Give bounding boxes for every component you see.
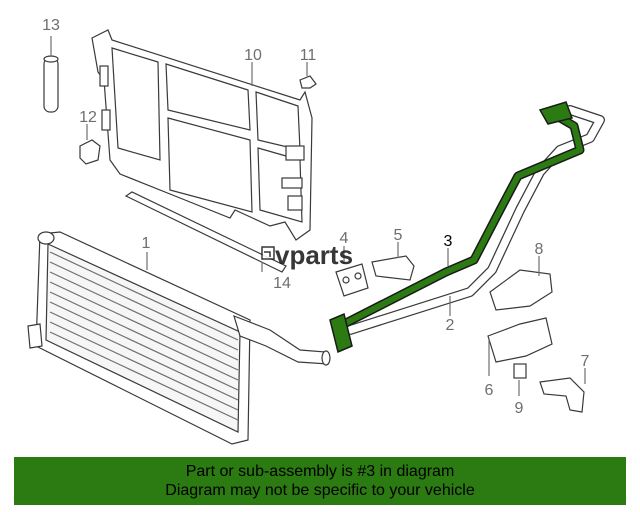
- part-12-bushing: [79, 139, 101, 165]
- leader-lines: [50, 36, 586, 396]
- callout-14: 14: [273, 275, 291, 292]
- banner-line-2: Diagram may not be specific to your vehi…: [165, 482, 475, 499]
- callout-12: 12: [79, 109, 97, 126]
- radiator-support: [91, 29, 313, 241]
- callout-2: 2: [446, 317, 455, 334]
- cooler-fins: [49, 251, 239, 421]
- part-3-line-highlighted: [329, 101, 585, 354]
- banner-line-1: Part or sub-assembly is #3 in diagram: [185, 463, 455, 480]
- part-13-tube: [43, 55, 59, 113]
- callout-1: 1: [142, 235, 151, 252]
- part-6-bracket: [487, 317, 553, 363]
- callout-6: 6: [485, 382, 494, 399]
- callout-11: 11: [300, 47, 317, 64]
- watermark-logo-icon: [261, 246, 275, 260]
- part-8-bracket: [489, 269, 553, 311]
- callout-5: 5: [394, 227, 403, 244]
- callout-9: 9: [515, 400, 524, 417]
- callout-3: 3: [444, 233, 453, 250]
- info-banner: Part or sub-assembly is #3 in diagram Di…: [14, 457, 626, 505]
- callout-10: 10: [244, 47, 262, 64]
- callout-13: 13: [42, 17, 60, 34]
- watermark-text: vparts: [275, 240, 353, 270]
- part-7-clip: [539, 377, 585, 413]
- part-9-nut: [513, 363, 527, 379]
- part-14-seal: [124, 191, 287, 273]
- vparts-watermark: vparts: [261, 240, 353, 270]
- callout-8: 8: [535, 241, 544, 258]
- callout-4: 4: [340, 230, 349, 247]
- part-5-clamp: [371, 255, 415, 281]
- part-4-bracket: [335, 263, 369, 297]
- part-11-clip: [299, 75, 317, 89]
- part-2-line: [345, 105, 605, 335]
- parts-diagram: 13 12 10 11 1 14 4 5 3 2 8 6 9 7 vparts: [27, 17, 605, 445]
- callout-7: 7: [581, 353, 590, 370]
- part-1-cooler: [27, 231, 331, 445]
